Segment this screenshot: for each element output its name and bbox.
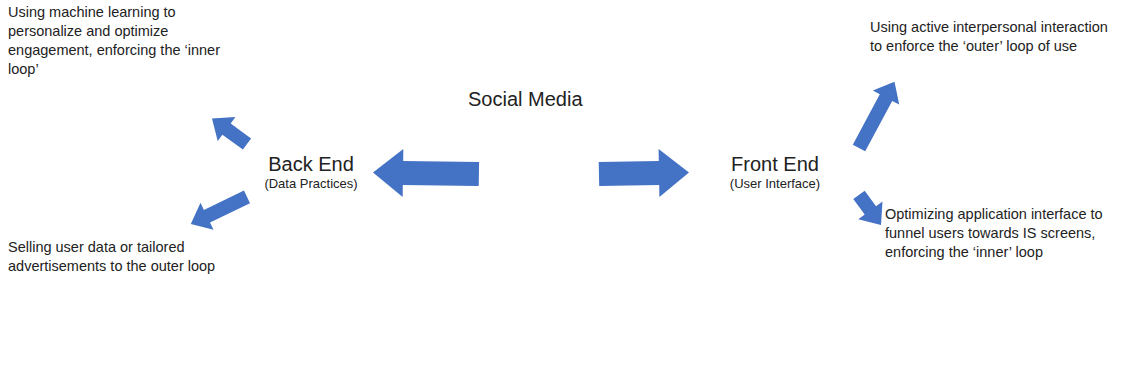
phone-node: Social Media — [425, 0, 670, 355]
arrow-body — [212, 117, 251, 150]
description-text: Selling user data or tailored advertisem… — [8, 238, 223, 276]
block-arrow — [853, 82, 899, 152]
description-text: Optimizing application interface to funn… — [885, 205, 1117, 262]
section-heading: Front End — [695, 152, 855, 176]
arrow-body — [599, 149, 689, 197]
block-arrow — [853, 191, 882, 225]
arrow-body — [191, 191, 250, 230]
shadow — [450, 350, 670, 374]
hub-label: Front End(User Interface) — [695, 152, 855, 193]
block-arrow — [373, 149, 479, 197]
note-text: Selling user data or tailored advertisem… — [8, 238, 223, 276]
arrow-body — [373, 149, 479, 197]
section-subheading: (Data Practices) — [255, 176, 367, 193]
section-subheading: (User Interface) — [695, 176, 855, 193]
note-text: Using machine learning to personalize an… — [8, 3, 248, 78]
hub-label: Back End(Data Practices) — [255, 152, 367, 193]
block-arrow — [212, 117, 251, 150]
phone-body — [430, 3, 665, 350]
note-text: Using active interpersonal interaction t… — [870, 18, 1115, 56]
block-arrow — [599, 149, 689, 197]
block-arrow — [191, 191, 250, 230]
phone-screen — [441, 12, 654, 339]
phone-title: Social Media — [468, 88, 583, 111]
section-heading: Back End — [255, 152, 367, 176]
phone-outline — [425, 0, 670, 355]
note-text: Optimizing application interface to funn… — [885, 205, 1117, 262]
description-text: Using active interpersonal interaction t… — [870, 18, 1115, 56]
description-text: Using machine learning to personalize an… — [8, 3, 248, 78]
phone-bezel — [436, 8, 659, 344]
arrow-body — [853, 82, 899, 152]
phone-button — [427, 70, 433, 88]
arrow-body — [853, 191, 882, 225]
